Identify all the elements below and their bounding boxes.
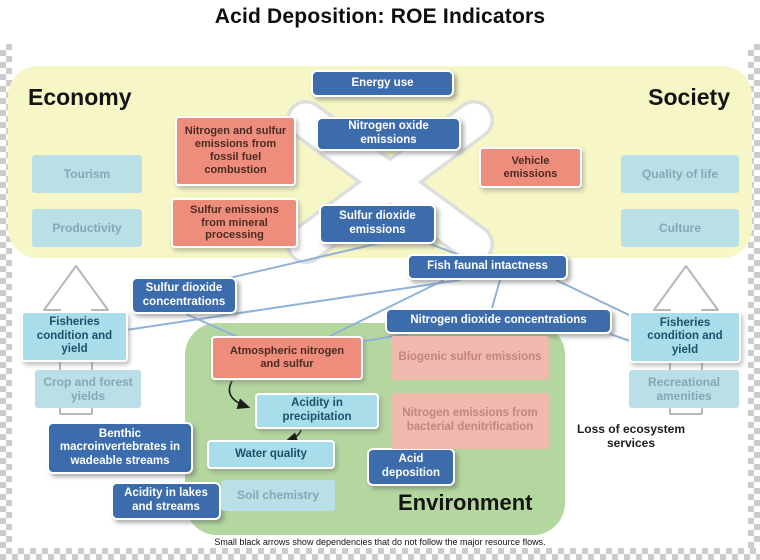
productivity-box: Productivity — [32, 209, 142, 247]
biogenic-sulfur-emissions-box: Biogenic sulfur emissions — [391, 336, 549, 380]
checkerboard-bottom-edge — [0, 548, 760, 560]
acidity-lakes-streams-box: Acidity in lakes and streams — [111, 482, 221, 520]
society-region-label: Society — [648, 84, 730, 110]
environment-region-label: Environment — [398, 490, 533, 515]
fish-faunal-intactness-box: Fish faunal intactness — [407, 254, 568, 280]
loss-of-ecosystem-services-note: Loss of ecosystem services — [576, 421, 686, 450]
culture-box: Culture — [621, 209, 739, 247]
acidity-in-precipitation-box: Acidity in precipitation — [255, 393, 379, 429]
water-quality-box: Water quality — [207, 440, 335, 469]
recreational-amenities-box: Recreational amenities — [629, 370, 739, 408]
fisheries-condition-yield-right-box: Fisheries condition and yield — [629, 311, 741, 363]
sulfur-dioxide-emissions-box: Sulfur dioxide emissions — [319, 204, 436, 244]
tourism-box: Tourism — [32, 155, 142, 193]
nitrogen-dioxide-concentrations-box: Nitrogen dioxide concentrations — [385, 308, 612, 334]
economy-region-label: Economy — [28, 84, 132, 110]
fisheries-condition-yield-left-box: Fisheries condition and yield — [21, 311, 128, 362]
atmospheric-nitrogen-sulfur-box: Atmospheric nitrogen and sulfur — [211, 336, 363, 380]
energy-use-box: Energy use — [311, 70, 454, 97]
mineral-processing-emissions-box: Sulfur emissions from mineral processing — [171, 198, 298, 248]
sulfur-dioxide-concentrations-box: Sulfur dioxide concentrations — [131, 277, 237, 314]
soil-chemistry-box: Soil chemistry — [221, 480, 335, 511]
vehicle-emissions-box: Vehicle emissions — [479, 147, 582, 188]
benthic-macroinvertebrates-box: Benthic macroinvertebrates in wadeable s… — [47, 422, 193, 474]
diagram-title: Acid Deposition: ROE Indicators — [214, 5, 546, 28]
crop-forest-yields-box: Crop and forest yields — [35, 370, 141, 408]
footnote-caption: Small black arrows show dependencies tha… — [214, 537, 546, 547]
quality-of-life-box: Quality of life — [621, 155, 739, 193]
acid-deposition-box: Acid deposition — [367, 448, 455, 486]
nitrogen-bacterial-denitrification-box: Nitrogen emissions from bacterial denitr… — [391, 393, 549, 449]
nitrogen-oxide-emissions-box: Nitrogen oxide emissions — [316, 117, 461, 151]
fossil-fuel-emissions-box: Nitrogen and sulfur emissions from fossi… — [175, 116, 296, 186]
